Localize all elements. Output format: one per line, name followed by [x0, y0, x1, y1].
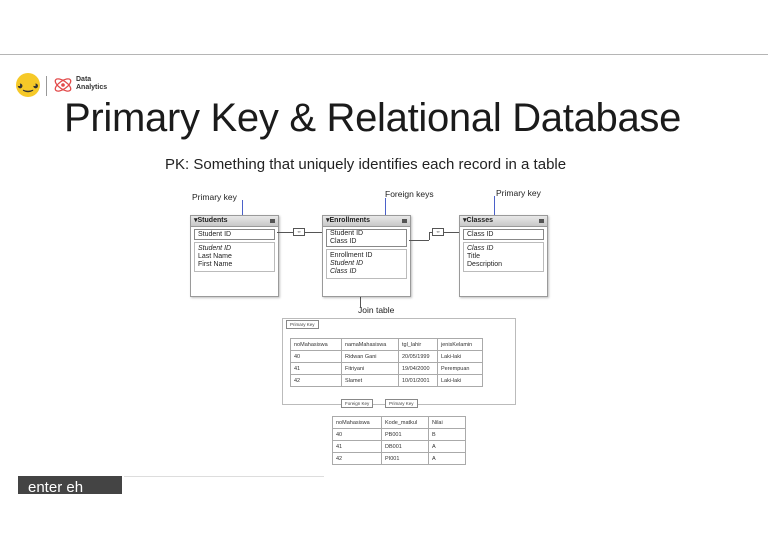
logo-separator [46, 76, 47, 96]
header-cell: tgl_lahir [398, 338, 438, 351]
table-header-row: noMahasiswa namaMahasiswa tgl_lahir jeni… [290, 338, 483, 351]
cell: Ridwan Gani [341, 350, 399, 363]
callout-line [360, 288, 361, 308]
header-cell: namaMahasiswa [341, 338, 399, 351]
header-cell: noMahasiswa [290, 338, 342, 351]
cell: 10/01/2001 [398, 374, 438, 387]
smiley-icon: ◕‿◕ [16, 73, 40, 97]
cell: 40 [290, 350, 342, 363]
field: Class ID [330, 268, 357, 275]
cell: Laki-laki [437, 374, 483, 387]
table-row: 41 Fitriyani 19/04/2000 Perempuan [290, 362, 483, 375]
enrollments-header: ▾Enrollments [323, 216, 410, 227]
brand-line1: Data [76, 76, 92, 83]
callout-primary-key: Primary Key [286, 320, 319, 329]
cell: 42 [290, 374, 342, 387]
table-row: 41 DB001 A [332, 440, 466, 453]
cell: A [428, 440, 466, 453]
classes-header: ▾Classes [460, 216, 547, 227]
field: Student ID [198, 245, 232, 252]
classes-title: Classes [466, 217, 493, 224]
students-header: ▾Students [191, 216, 278, 227]
cell: DB001 [381, 440, 429, 453]
header-cell: Nilai [428, 416, 466, 429]
cell: 41 [290, 362, 342, 375]
field: Enrollment ID [330, 252, 373, 259]
field: Title [467, 253, 480, 260]
key: Student ID [330, 230, 364, 237]
students-fields: Student ID Last Name First Name [194, 242, 275, 272]
enrollments-entity: ▾Enrollments Student ID Class ID Enrollm… [322, 215, 411, 297]
cell: Slamet [341, 374, 399, 387]
callout-primary-key-2: Primary Key [385, 399, 418, 408]
label-foreign-keys: Foreign keys [385, 189, 434, 199]
enrollments-keys: Student ID Class ID [326, 229, 407, 247]
field: Student ID [330, 260, 364, 267]
field: Class ID [467, 245, 494, 252]
slide-subtitle: PK: Something that uniquely identifies e… [165, 156, 567, 173]
cell: 40 [332, 428, 382, 441]
students-key: Student ID [194, 229, 275, 240]
cell: Perempuan [437, 362, 483, 375]
cell: 20/05/1999 [398, 350, 438, 363]
table-row: 42 PI001 A [332, 452, 466, 465]
field: Last Name [198, 253, 232, 260]
relation-line [429, 232, 430, 240]
classes-entity: ▾Classes Class ID Class ID Title Descrip… [459, 215, 548, 297]
atom-icon [54, 78, 72, 92]
cell: PI001 [381, 452, 429, 465]
header-cell: noMahasiswa [332, 416, 382, 429]
cell: A [428, 452, 466, 465]
label-join-table: Join table [358, 305, 395, 315]
key: Class ID [330, 238, 357, 245]
field: Description [467, 261, 503, 268]
nilai-table: noMahasiswa Kode_matkul Nilai 40 PB001 B… [332, 416, 466, 465]
caption-divider [124, 476, 324, 477]
students-title: Students [197, 217, 228, 224]
slide-title: Primary Key & Relational Database [64, 96, 682, 140]
header-cell: Kode_matkul [381, 416, 429, 429]
callout-line [242, 200, 243, 228]
top-divider [0, 54, 768, 55]
relation-line [429, 232, 459, 233]
table-header-row: noMahasiswa Kode_matkul Nilai [332, 416, 466, 429]
header-cell: jenisKelamin [437, 338, 483, 351]
caption-overlay: enter eh [18, 476, 122, 494]
mahasiswa-table: noMahasiswa namaMahasiswa tgl_lahir jeni… [290, 338, 483, 387]
relation-marker: ∞ [432, 228, 444, 236]
cell: Fitriyani [341, 362, 399, 375]
table-row: 42 Slamet 10/01/2001 Laki-laki [290, 374, 483, 387]
cell: Laki-laki [437, 350, 483, 363]
cell: 42 [332, 452, 382, 465]
cell: PB001 [381, 428, 429, 441]
relation-line [409, 240, 429, 241]
cell: 41 [332, 440, 382, 453]
field: First Name [198, 261, 233, 268]
relation-marker: ∞ [293, 228, 305, 236]
brand-line2: Analytics [76, 84, 108, 91]
classes-fields: Class ID Title Description [463, 242, 544, 272]
callout-line [494, 196, 495, 228]
brand-text: Data Analytics [76, 76, 107, 92]
classes-key: Class ID [463, 229, 544, 240]
cell: 19/04/2000 [398, 362, 438, 375]
label-primary-key-right: Primary key [496, 188, 541, 198]
enrollments-title: Enrollments [329, 217, 370, 224]
callout-foreign-key: Foreign Key [341, 399, 374, 408]
enrollments-fields: Enrollment ID Student ID Class ID [326, 249, 407, 279]
label-primary-key-left: Primary key [192, 192, 237, 202]
cell: B [428, 428, 466, 441]
table-row: 40 Ridwan Gani 20/05/1999 Laki-laki [290, 350, 483, 363]
table-row: 40 PB001 B [332, 428, 466, 441]
students-entity: ▾Students Student ID Student ID Last Nam… [190, 215, 279, 297]
